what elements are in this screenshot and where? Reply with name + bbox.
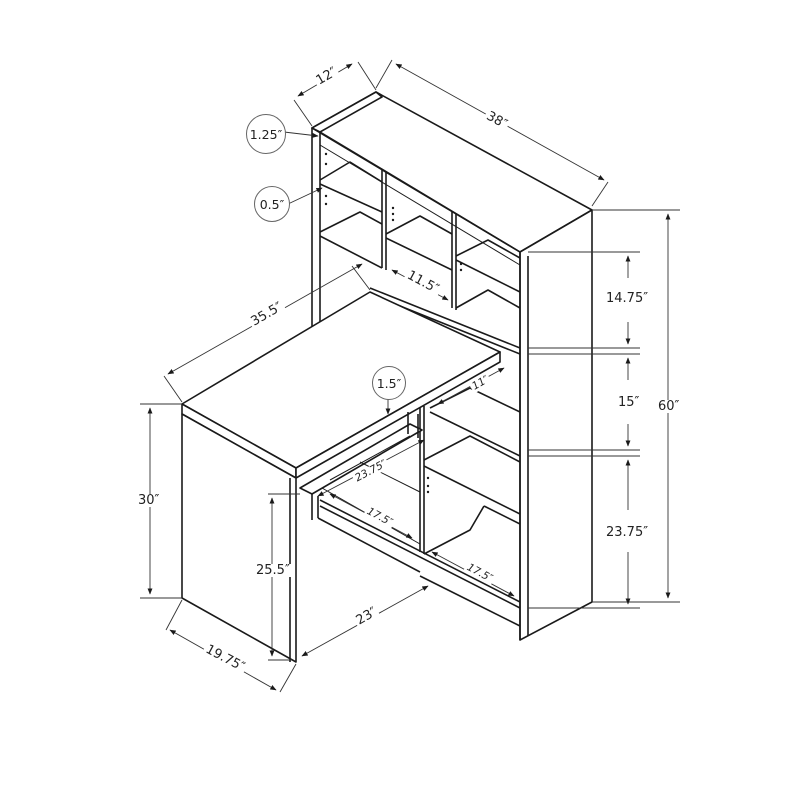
shelf-thickness-callout: 0.5″ xyxy=(254,186,290,222)
top-thickness-callout: 1.25″ xyxy=(246,114,286,154)
desk-height-label: 30″ xyxy=(136,493,162,508)
knee-clearance-label: 25.5″ xyxy=(254,563,292,578)
upper-section-height-label: 14.75″ xyxy=(604,291,651,306)
desktop-thickness-callout: 1.5″ xyxy=(372,366,406,400)
desk xyxy=(181,291,501,663)
lower-section-height-label: 23.75″ xyxy=(604,525,651,540)
total-height-label: 60″ xyxy=(656,399,682,414)
middle-section-height-label: 15″ xyxy=(616,395,642,410)
